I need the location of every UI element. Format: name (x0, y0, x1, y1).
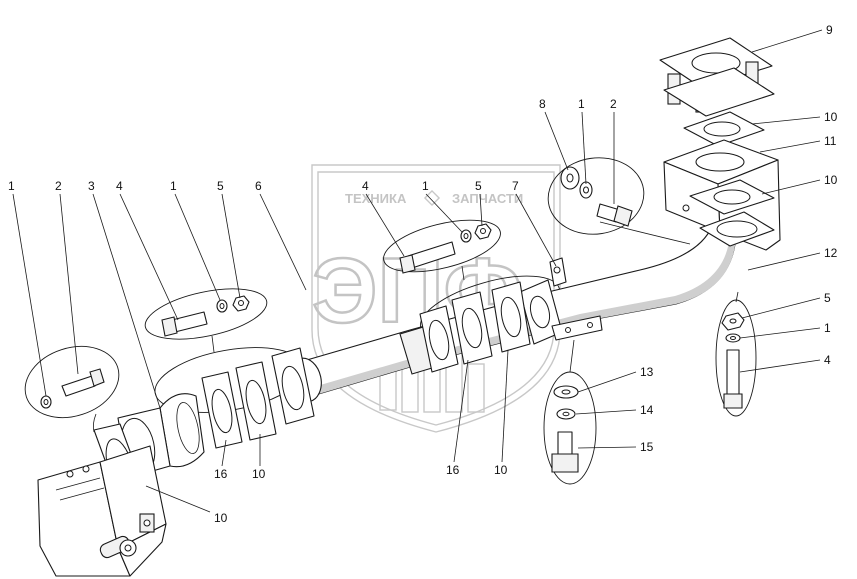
callout-1-mid-left: 1 (170, 179, 177, 193)
callout-4-right: 4 (824, 353, 831, 367)
callout-9: 9 (826, 23, 833, 37)
callout-1-center: 1 (422, 179, 429, 193)
callout-labels: 1 2 3 4 1 5 6 4 1 5 7 8 1 2 9 10 11 10 1… (8, 23, 838, 525)
gasket-16-left (201, 371, 243, 449)
callout-2-top: 2 (610, 97, 617, 111)
bolt-2-left (61, 368, 105, 397)
gasket-10-top (683, 111, 765, 147)
washer-1-center (460, 229, 472, 243)
callout-10-right: 10 (494, 463, 508, 477)
leader-lines (12, 29, 823, 513)
group-oval-center-fasteners (383, 219, 501, 273)
gasket-10-mid (689, 179, 775, 215)
callout-5-center: 5 (475, 179, 482, 193)
washer-1-left (40, 395, 52, 409)
callout-10-left: 10 (252, 467, 266, 481)
lockwasher-1-top (579, 181, 593, 199)
callout-10-top: 10 (824, 110, 838, 124)
washer-8-top (560, 166, 580, 190)
callout-1-right: 1 (824, 321, 831, 335)
pipe-flange-left (271, 347, 315, 425)
gasket-10-left (235, 361, 277, 441)
bolt-4-mid-left (161, 311, 208, 337)
pipe-clamp (551, 315, 603, 341)
group-oval-top-fasteners (547, 157, 645, 235)
muffler-housing (37, 445, 167, 577)
callout-1-top: 1 (578, 97, 585, 111)
bolt-15-bottom (551, 431, 579, 473)
callout-8: 8 (539, 97, 546, 111)
nut-5-center (474, 223, 492, 240)
bolt-4-right (723, 349, 743, 409)
callout-13: 13 (640, 365, 654, 379)
bracket-7 (549, 257, 567, 287)
callout-7: 7 (512, 179, 519, 193)
washer-1-right (725, 333, 741, 343)
watermark-left-word: ТЕХНИКА (345, 191, 407, 206)
callout-15: 15 (640, 440, 654, 454)
bolt-2-top (596, 203, 633, 227)
actuator-cylinder (99, 535, 137, 559)
callout-11: 11 (824, 134, 837, 148)
callout-2-left: 2 (55, 179, 62, 193)
callout-1-far-left: 1 (8, 179, 15, 193)
gasket-16-right (451, 291, 493, 365)
nut-5-mid-left (232, 295, 250, 312)
bolt-4-center (399, 241, 456, 274)
washer-1-mid-left (216, 299, 228, 313)
callout-10-mid: 10 (824, 173, 838, 187)
callout-10-bottom: 10 (214, 511, 228, 525)
callout-5-mid-left: 5 (217, 179, 224, 193)
washer-13-bottom (553, 385, 579, 399)
watermark-right-word: ЗАПЧАСТИ (452, 191, 523, 206)
callout-3-left: 3 (88, 179, 95, 193)
flange-on-pipe-center (419, 305, 459, 373)
callout-4-left: 4 (116, 179, 123, 193)
lockwasher-14-bottom (556, 408, 576, 420)
callout-16-left: 16 (214, 467, 228, 481)
mount-plate-9 (659, 37, 775, 117)
callout-12: 12 (824, 246, 838, 260)
clamp-fitting (139, 513, 155, 533)
group-oval-mid-left-fasteners (144, 288, 268, 340)
pipe-flange-right (519, 279, 563, 345)
callout-6: 6 (255, 179, 262, 193)
callout-16-right: 16 (446, 463, 460, 477)
nut-5-right (721, 312, 745, 331)
callout-14: 14 (640, 403, 654, 417)
callout-5-right: 5 (824, 291, 831, 305)
watermark-diamond-icon (423, 189, 441, 207)
group-oval-left-fasteners (24, 345, 120, 419)
flange-12 (699, 211, 775, 247)
callout-4-center: 4 (362, 179, 369, 193)
gasket-10-right (491, 281, 531, 353)
